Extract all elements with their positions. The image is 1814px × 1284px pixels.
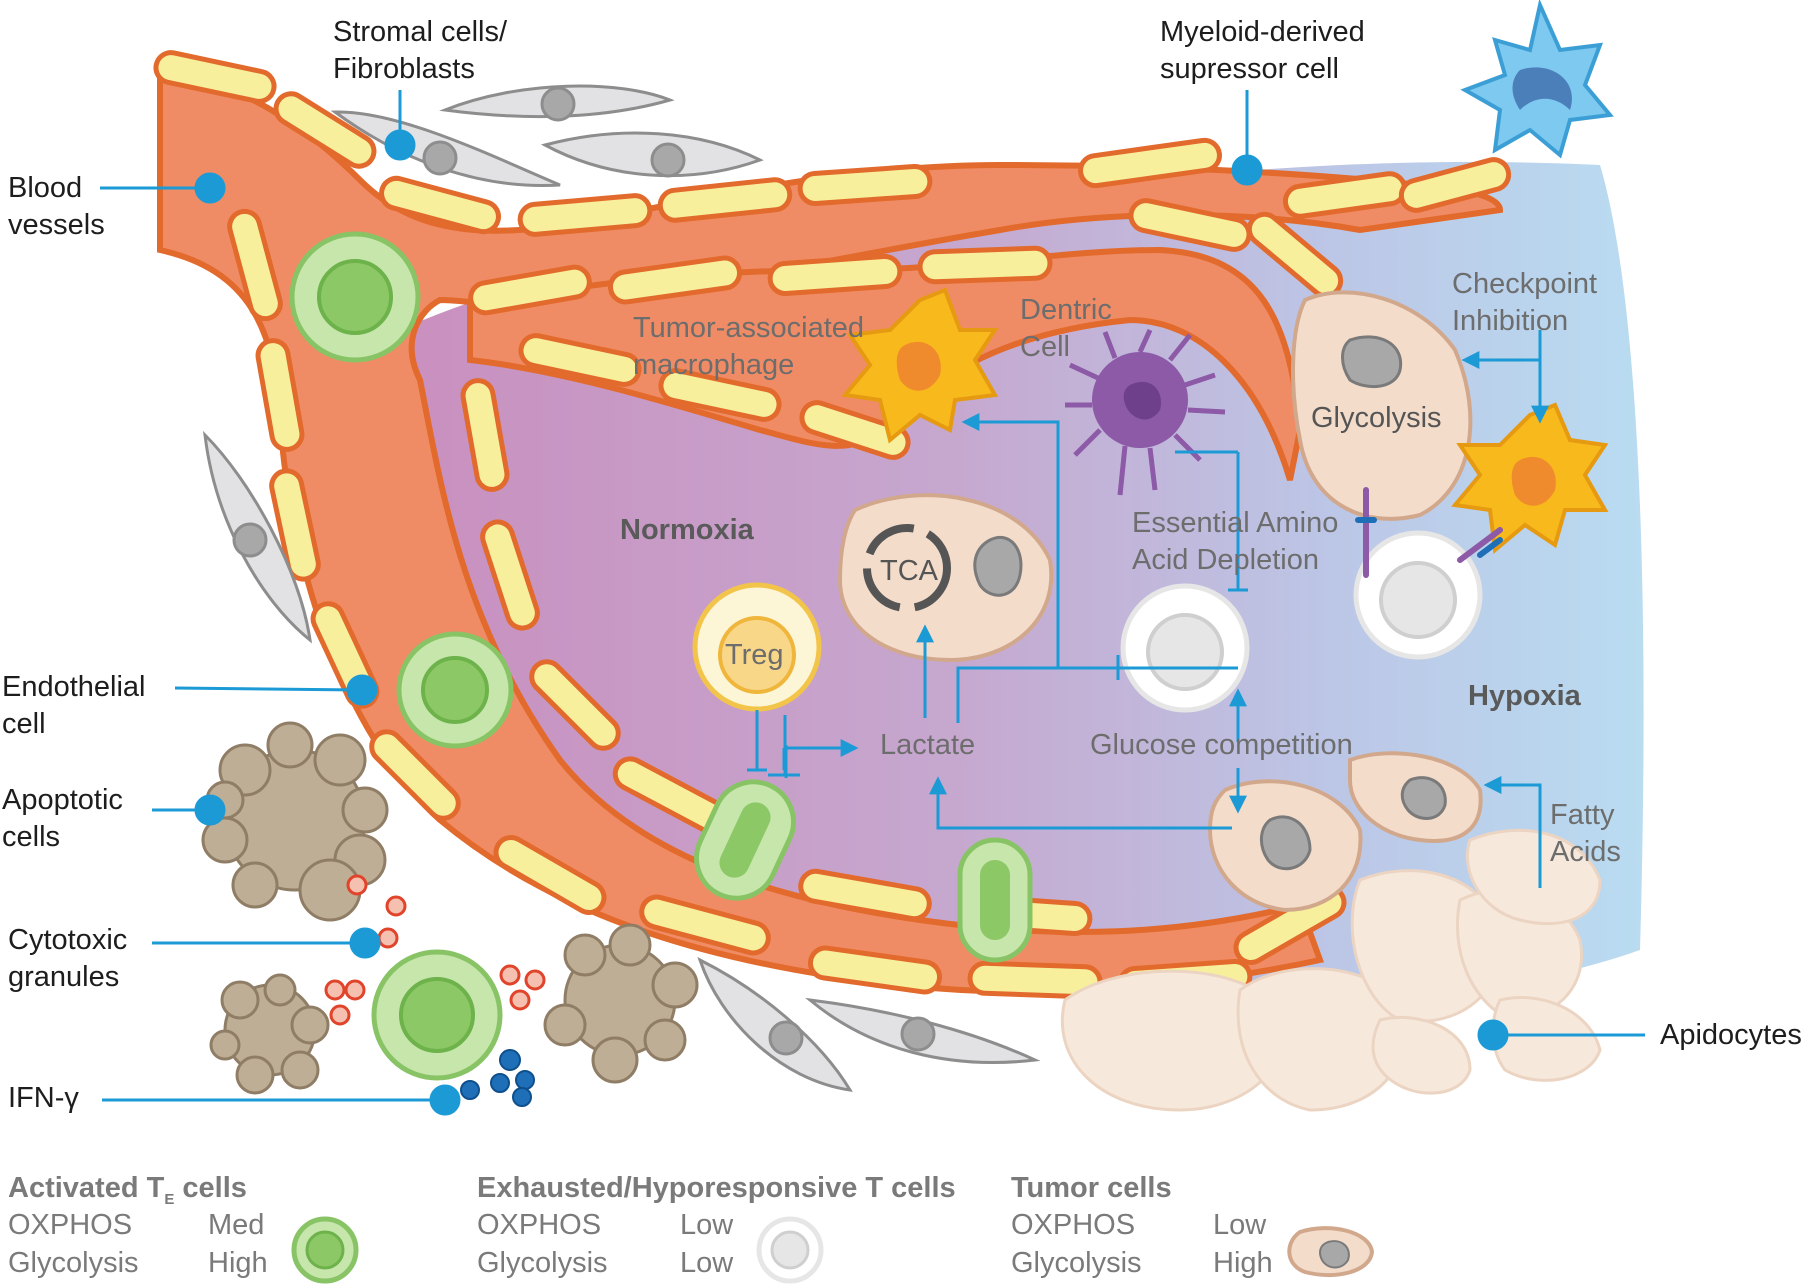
callout-apoptotic-line2: cells bbox=[2, 821, 61, 853]
label-tam-line2: macrophage bbox=[633, 349, 795, 381]
callout-stromal-line1: Stromal cells/ bbox=[333, 16, 508, 48]
legend-tumor-row2-label: Glycolysis bbox=[1011, 1247, 1142, 1279]
apoptotic-cells bbox=[201, 721, 699, 1095]
callout-endothelial: Endothelial cell bbox=[2, 669, 146, 743]
legend-activated-sub: E bbox=[164, 1190, 175, 1208]
legend-activated-row1-value: Med bbox=[208, 1209, 265, 1241]
tca-cycle bbox=[863, 524, 951, 612]
callout-apoptotic-line1: Apoptotic bbox=[2, 784, 123, 816]
label-dendritic-line2: Cell bbox=[1020, 331, 1070, 363]
callout-cytotoxic-line2: granules bbox=[8, 961, 120, 993]
legend-activated-row2-value: High bbox=[208, 1247, 268, 1279]
legend-tumor-row2-value: High bbox=[1213, 1247, 1273, 1279]
pathway-arrows bbox=[747, 330, 1549, 888]
callout-endothelial-line2: cell bbox=[2, 708, 46, 740]
legend-exhausted-row1-value: Low bbox=[680, 1209, 734, 1241]
callout-blood-vessels: Blood vessels bbox=[8, 170, 105, 244]
label-fatty-line2: Acids bbox=[1550, 836, 1621, 868]
callout-lines bbox=[100, 90, 1645, 1116]
tumor-nuclei bbox=[973, 335, 1447, 871]
label-tam: Tumor-associated macrophage bbox=[633, 310, 864, 384]
callout-stromal-line2: Fibroblasts bbox=[333, 53, 475, 85]
legend-activated-row2-label: Glycolysis bbox=[8, 1247, 139, 1279]
label-dendritic: Dentric Cell bbox=[1020, 292, 1112, 366]
label-checkpoint-line2: Inhibition bbox=[1452, 305, 1569, 337]
tumor-cells bbox=[837, 290, 1483, 913]
treg-cell bbox=[692, 582, 822, 712]
legend-activated-row1-label: OXPHOS bbox=[8, 1209, 133, 1241]
legend-activated-title: Activated TE cells bbox=[8, 1172, 247, 1208]
label-checkpoint: Checkpoint Inhibition bbox=[1452, 266, 1597, 340]
callout-endothelial-line1: Endothelial bbox=[2, 671, 146, 703]
legend-exhausted-title: Exhausted/Hyporesponsive T cells bbox=[477, 1172, 956, 1204]
legend-tumor-title: Tumor cells bbox=[1011, 1172, 1172, 1204]
callout-cytotoxic: Cytotoxic granules bbox=[8, 922, 127, 996]
callout-myeloid: Myeloid-derived supressor cell bbox=[1160, 14, 1365, 88]
label-amino: Essential Amino Acid Depletion bbox=[1132, 505, 1338, 579]
callout-ifn: IFN-γ bbox=[8, 1082, 79, 1114]
label-treg: Treg bbox=[725, 639, 784, 671]
label-hypoxia: Hypoxia bbox=[1468, 680, 1581, 712]
label-glycolysis: Glycolysis bbox=[1311, 402, 1442, 434]
label-fatty-line1: Fatty bbox=[1550, 799, 1615, 831]
macrophage-cell bbox=[841, 287, 1609, 554]
callout-myeloid-line1: Myeloid-derived bbox=[1160, 16, 1365, 48]
ifn-gamma-dots bbox=[460, 1049, 535, 1107]
label-lactate: Lactate bbox=[880, 729, 976, 761]
label-amino-line1: Essential Amino bbox=[1132, 507, 1339, 539]
legend-glyphs bbox=[291, 1216, 1375, 1284]
label-fatty: Fatty Acids bbox=[1550, 797, 1621, 871]
legend-exhausted-row2-label: Glycolysis bbox=[477, 1247, 608, 1279]
exhausted-t-cells bbox=[1120, 530, 1483, 713]
legend-activated-title-end: cells bbox=[174, 1172, 247, 1204]
t-effector-cells bbox=[289, 231, 1033, 1081]
label-amino-line2: Acid Depletion bbox=[1132, 544, 1319, 576]
label-normoxia: Normoxia bbox=[620, 514, 754, 546]
callout-blood-vessels-line2: vessels bbox=[8, 209, 105, 241]
legend-activated-title-text: Activated T bbox=[8, 1172, 165, 1204]
callout-apoptotic: Apoptotic cells bbox=[2, 782, 123, 856]
legend-tumor-row1-label: OXPHOS bbox=[1011, 1209, 1136, 1241]
legend-exhausted-row1-label: OXPHOS bbox=[477, 1209, 602, 1241]
mdsc-cell bbox=[1460, 0, 1614, 159]
label-checkpoint-line1: Checkpoint bbox=[1452, 268, 1598, 300]
callout-blood-vessels-line1: Blood bbox=[8, 172, 83, 204]
adipocytes bbox=[1060, 828, 1602, 1112]
callout-myeloid-line2: supressor cell bbox=[1160, 53, 1339, 85]
dendritic-cell bbox=[1065, 328, 1226, 496]
label-tam-line1: Tumor-associated bbox=[633, 312, 865, 344]
callout-stromal: Stromal cells/ Fibroblasts bbox=[333, 14, 507, 88]
cytotoxic-granules bbox=[324, 874, 546, 1026]
legend-exhausted-row2-value: Low bbox=[680, 1247, 734, 1279]
label-dendritic-line1: Dentric bbox=[1020, 294, 1112, 326]
callout-cytotoxic-line1: Cytotoxic bbox=[8, 924, 128, 956]
legend-tumor-row1-value: Low bbox=[1213, 1209, 1267, 1241]
callout-adipocytes: Apidocytes bbox=[1660, 1019, 1802, 1051]
label-glucose: Glucose competition bbox=[1090, 729, 1353, 761]
label-tca: TCA bbox=[880, 555, 938, 587]
checkpoint-receptors bbox=[1355, 487, 1503, 578]
endothelial-cells bbox=[153, 50, 1512, 1001]
